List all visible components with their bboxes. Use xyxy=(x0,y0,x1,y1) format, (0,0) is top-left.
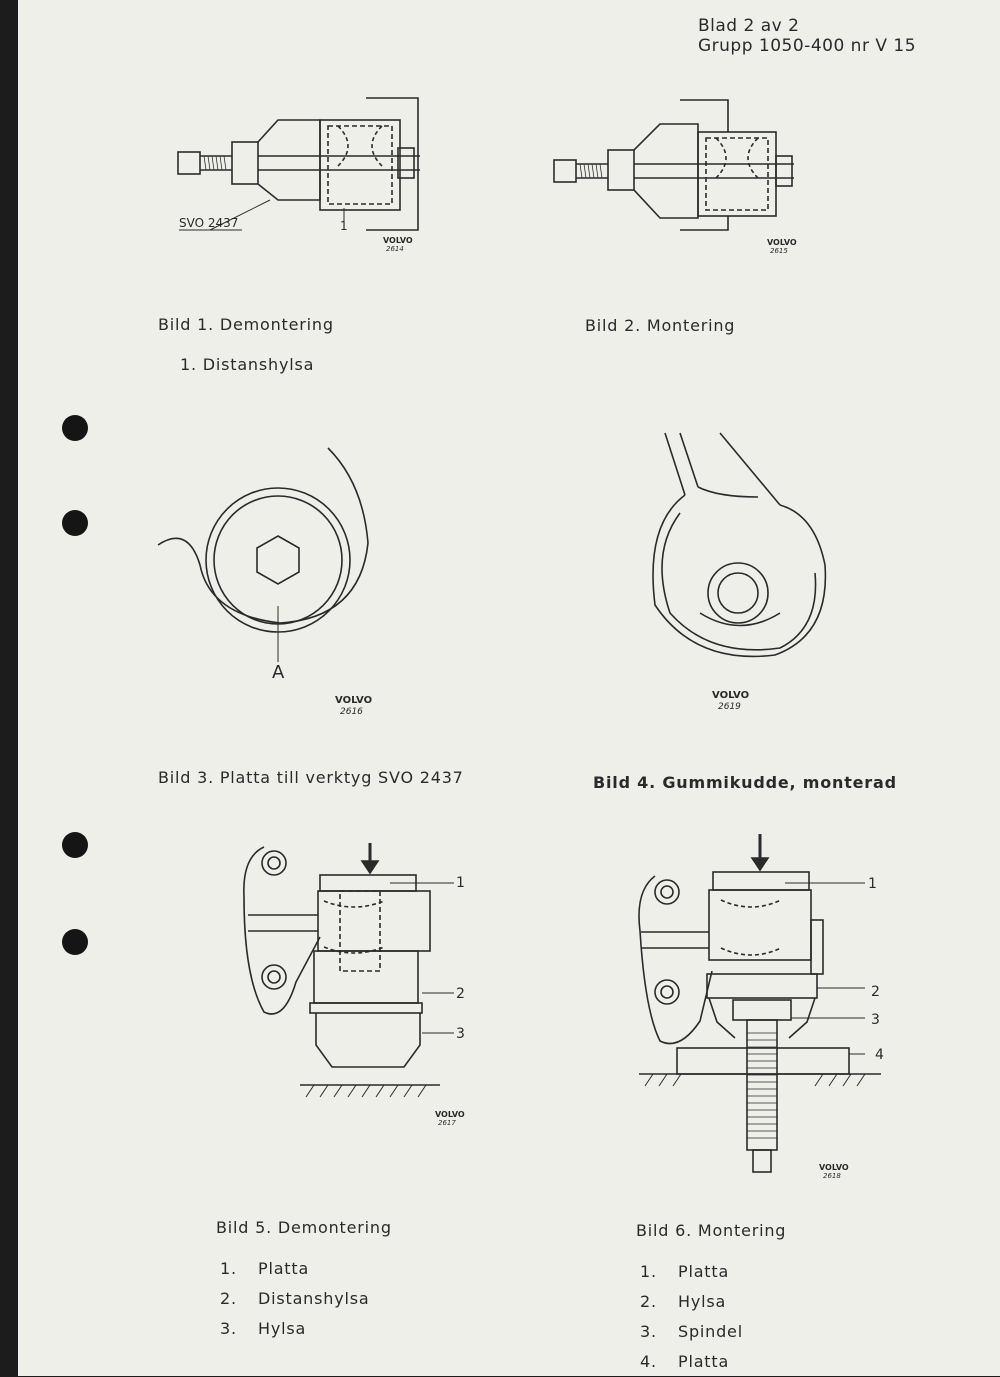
callout-2: 2 xyxy=(871,984,880,1000)
group-number: Grupp 1050-400 nr V 15 xyxy=(698,36,917,56)
list-item: 4.Platta xyxy=(640,1352,730,1371)
callout-1: 1 xyxy=(868,876,877,892)
figure-3-drawing: A VOLVO 2616 xyxy=(157,447,372,717)
callout-3: 3 xyxy=(456,1026,465,1042)
sheet-number: Blad 2 av 2 xyxy=(698,16,800,36)
callout-a: A xyxy=(272,662,285,683)
figure-5-parts-list: 1.Platta 2.Distanshylsa 3.Hylsa xyxy=(220,1254,369,1344)
page-header: Blad 2 av 2 Grupp 1050-400 nr V 15 xyxy=(698,16,916,56)
figure-number: 2614 xyxy=(386,245,404,253)
list-item: 3.Hylsa xyxy=(220,1319,307,1338)
figure-1-caption: Bild 1. Demontering xyxy=(158,315,334,334)
document-page xyxy=(18,0,1000,1376)
list-item: 1.Platta xyxy=(640,1262,730,1281)
volvo-logo: VOLVO xyxy=(712,690,749,701)
list-item: 2.Distanshylsa xyxy=(220,1289,370,1308)
figure-number: 2618 xyxy=(823,1172,841,1180)
figure-number: 2619 xyxy=(718,702,741,712)
binder-hole xyxy=(62,929,88,955)
figure-number: 2617 xyxy=(438,1119,456,1127)
binder-hole xyxy=(62,415,88,441)
callout-1: 1 xyxy=(340,219,348,233)
figure-6-caption: Bild 6. Montering xyxy=(636,1221,787,1240)
callout-4: 4 xyxy=(875,1047,884,1063)
figure-6-drawing: 1 2 3 4 VOLVO 2618 xyxy=(638,834,884,1180)
figure-3-caption: Bild 3. Platta till verktyg SVO 2437 xyxy=(158,768,464,787)
volvo-logo: VOLVO xyxy=(335,695,372,706)
callout-3: 3 xyxy=(871,1012,880,1028)
figure-5-drawing: 1 2 3 VOLVO 2617 xyxy=(243,843,465,1127)
volvo-logo: VOLVO xyxy=(435,1110,465,1119)
figure-number: 2616 xyxy=(340,707,363,717)
volvo-logo: VOLVO xyxy=(383,236,413,245)
figure-1-item: 1. Distanshylsa xyxy=(180,355,315,374)
figure-4-drawing: VOLVO 2619 xyxy=(652,432,827,712)
tool-label: SVO 2437 xyxy=(179,216,238,230)
binder-hole xyxy=(62,510,88,536)
figure-4-caption: Bild 4. Gummikudde, monterad xyxy=(593,773,897,792)
binder-hole xyxy=(62,832,88,858)
list-item: 3.Spindel xyxy=(640,1322,743,1341)
figure-2-drawing: VOLVO 2615 xyxy=(553,99,797,255)
volvo-logo: VOLVO xyxy=(767,238,797,247)
list-item: 2.Hylsa xyxy=(640,1292,727,1311)
list-item: 1.Platta xyxy=(220,1259,310,1278)
volvo-logo: VOLVO xyxy=(819,1163,849,1172)
callout-1: 1 xyxy=(456,875,465,891)
figure-6-parts-list: 1.Platta 2.Hylsa 3.Spindel 4.Platta xyxy=(640,1257,743,1377)
callout-2: 2 xyxy=(456,986,465,1002)
figure-5-caption: Bild 5. Demontering xyxy=(216,1218,392,1237)
figure-2-caption: Bild 2. Montering xyxy=(585,316,736,335)
figure-number: 2615 xyxy=(770,247,788,255)
figure-1-drawing: SVO 2437 1 VOLVO 2614 xyxy=(177,97,420,253)
